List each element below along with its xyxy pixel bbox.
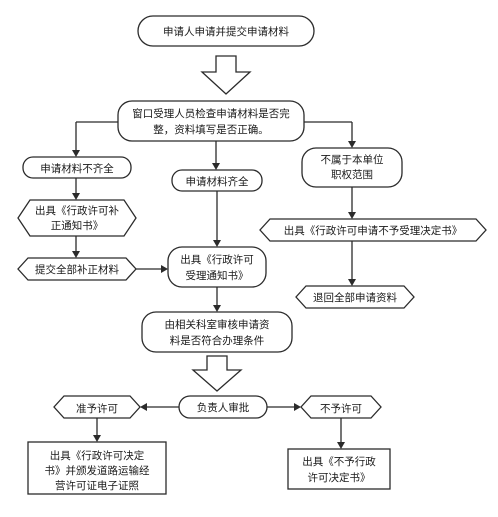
node-not-in-scope-line-2: 职权范围 [331, 168, 373, 181]
node-incomplete: 申请材料不齐全 [22, 156, 132, 179]
flow-big-arrow-2 [191, 355, 243, 392]
node-not-in-scope-line-1: 不属于本单位 [321, 153, 384, 166]
node-grant-decision-line-1: 出具《行政许可决定 [50, 449, 145, 462]
connector-rejection-to-return [348, 241, 356, 286]
node-approver-label: 负责人审批 [197, 401, 250, 414]
node-incomplete-label: 申请材料不齐全 [40, 162, 114, 175]
node-review-line-2: 料是否符合办理条件 [170, 334, 265, 347]
node-grant-decision: 出具《行政许可决定 书》并颁发道路运输经 营许可证电子证照 [27, 441, 167, 495]
node-check: 窗口受理人员检查申请材料是否完 整，资料填写是否正确。 [117, 100, 305, 142]
connector-check-branches [72, 121, 356, 170]
connector-scope-to-rejection [348, 187, 356, 219]
node-approver: 负责人审批 [178, 395, 268, 419]
node-return-materials: 退回全部申请资料 [295, 285, 415, 309]
node-check-line-1: 窗口受理人员检查申请材料是否完 [132, 107, 290, 120]
connector-incomplete-to-notice [72, 178, 80, 200]
node-return-materials-label: 退回全部申请资料 [313, 291, 397, 304]
connector-submit-to-acceptance [136, 265, 168, 273]
node-rejection-decision: 出具《行政许可申请不予受理决定书》 [259, 218, 487, 242]
node-deny-decision-line-1: 出具《不予行政 [302, 455, 376, 468]
connector-deny-to-decision [337, 418, 345, 449]
node-acceptance-notice-line-2: 受理通知书》 [186, 269, 249, 282]
connector-complete-to-acceptance [213, 191, 221, 247]
node-supplement-notice-line-1: 出具《行政许可补 [35, 204, 119, 217]
node-grant-decision-line-3: 营许可证电子证照 [55, 479, 139, 492]
node-acceptance-notice: 出具《行政许可 受理通知书》 [167, 246, 267, 288]
node-supplement-notice-line-2: 正通知书》 [51, 219, 104, 232]
node-acceptance-notice-line-1: 出具《行政许可 [180, 253, 254, 266]
node-deny-label: 不予许可 [320, 402, 362, 415]
node-deny-decision: 出具《不予行政 许可决定书》 [287, 448, 391, 490]
node-supplement-notice: 出具《行政许可补 正通知书》 [17, 199, 137, 237]
connector-notice-to-submit [72, 236, 80, 258]
node-start-label: 申请人申请并提交申请材料 [163, 25, 289, 38]
node-rejection-decision-label: 出具《行政许可申请不予受理决定书》 [284, 224, 463, 237]
node-complete-label: 申请材料齐全 [186, 175, 249, 188]
node-grant: 准予许可 [53, 395, 141, 419]
node-deny: 不予许可 [300, 395, 382, 419]
node-submit-supplement: 提交全部补正材料 [17, 257, 137, 281]
node-check-line-2: 整，资料填写是否正确。 [153, 123, 269, 136]
node-complete: 申请材料齐全 [171, 169, 263, 192]
node-review: 由相关科室审核申请资 料是否符合办理条件 [141, 311, 293, 353]
node-review-line-1: 由相关科室审核申请资 [165, 318, 270, 331]
node-grant-decision-line-2: 书》并颁发道路运输经 [45, 464, 150, 477]
connector-acceptance-to-review [213, 287, 221, 312]
flow-big-arrow-1 [200, 55, 252, 95]
node-start: 申请人申请并提交申请材料 [137, 15, 315, 47]
node-submit-supplement-label: 提交全部补正材料 [35, 263, 119, 276]
node-not-in-scope: 不属于本单位 职权范围 [301, 147, 403, 188]
connector-grant-to-decision [93, 418, 101, 442]
node-grant-label: 准予许可 [76, 402, 118, 415]
node-deny-decision-line-2: 许可决定书》 [308, 471, 371, 484]
connector-approver-branches [140, 403, 301, 411]
